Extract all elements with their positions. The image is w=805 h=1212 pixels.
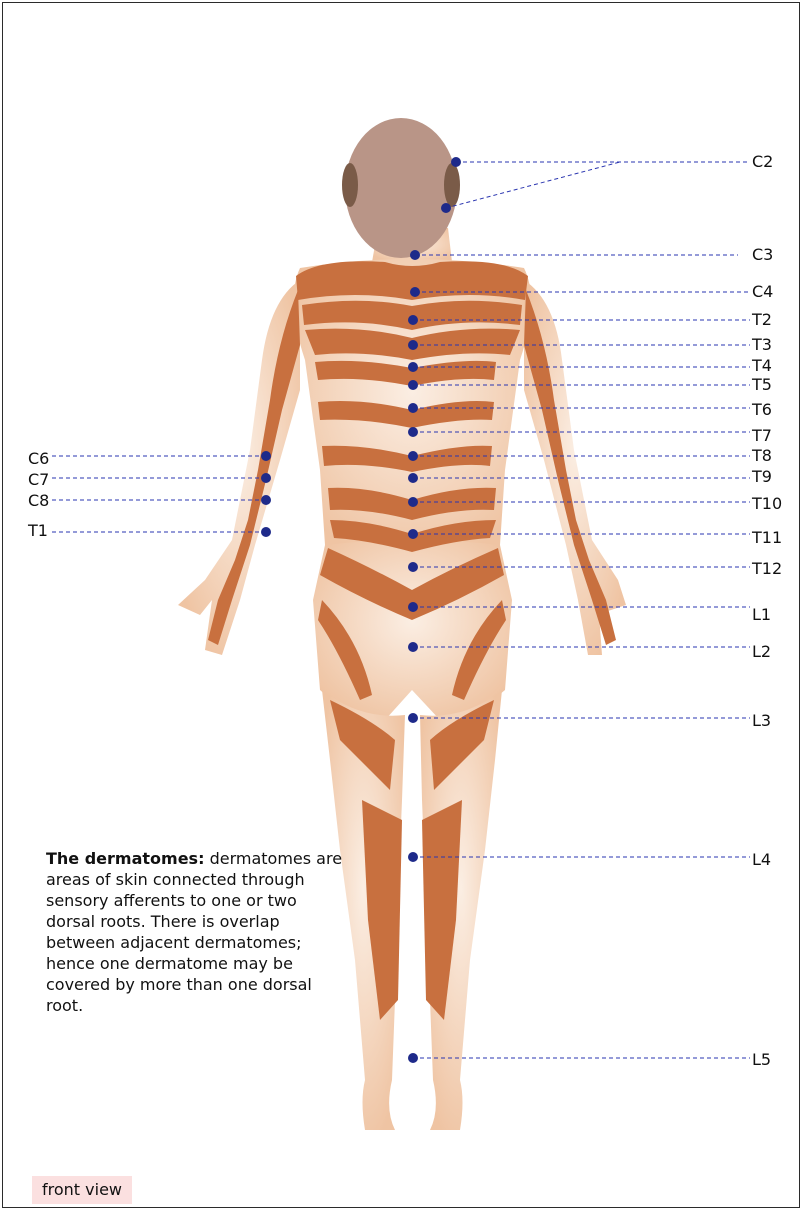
marker-l3 bbox=[408, 713, 418, 723]
label-t11: T11 bbox=[752, 528, 782, 548]
marker-l5 bbox=[408, 1053, 418, 1063]
caption-title: The dermatomes: bbox=[46, 849, 204, 868]
label-t1: T1 bbox=[28, 521, 48, 541]
marker-l4 bbox=[408, 852, 418, 862]
label-c3: C3 bbox=[752, 245, 773, 265]
label-t5: T5 bbox=[752, 375, 772, 395]
label-c4: C4 bbox=[752, 282, 773, 302]
marker-t8 bbox=[408, 451, 418, 461]
label-l5: L5 bbox=[752, 1050, 771, 1070]
left-ear bbox=[342, 163, 358, 207]
label-t12: T12 bbox=[752, 559, 782, 579]
marker-c4 bbox=[410, 287, 420, 297]
view-tag: front view bbox=[32, 1176, 132, 1204]
label-t6: T6 bbox=[752, 400, 772, 420]
marker-t5 bbox=[408, 380, 418, 390]
label-c6: C6 bbox=[28, 449, 49, 469]
marker-t12 bbox=[408, 562, 418, 572]
marker-t9 bbox=[408, 473, 418, 483]
label-t4: T4 bbox=[752, 356, 772, 376]
marker-c2-upper bbox=[451, 157, 461, 167]
label-t2: T2 bbox=[752, 310, 772, 330]
head-shape bbox=[345, 118, 457, 258]
marker-c2-lower bbox=[441, 203, 451, 213]
label-c7: C7 bbox=[28, 470, 49, 490]
marker-c6 bbox=[261, 451, 271, 461]
caption: The dermatomes: dermatomes are areas of … bbox=[46, 848, 346, 1016]
label-l3: L3 bbox=[752, 711, 771, 731]
marker-t10 bbox=[408, 497, 418, 507]
right-ear bbox=[444, 163, 460, 207]
marker-t1 bbox=[261, 527, 271, 537]
caption-text: dermatomes are areas of skin connected t… bbox=[46, 849, 342, 1015]
marker-l2 bbox=[408, 642, 418, 652]
marker-t4 bbox=[408, 362, 418, 372]
label-l1: L1 bbox=[752, 605, 771, 625]
label-t3: T3 bbox=[752, 335, 772, 355]
marker-t6 bbox=[408, 403, 418, 413]
label-t10: T10 bbox=[752, 494, 782, 514]
label-t7: T7 bbox=[752, 426, 772, 446]
label-c2: C2 bbox=[752, 152, 773, 172]
marker-c7 bbox=[261, 473, 271, 483]
leader-c2-lower bbox=[446, 162, 620, 208]
label-c8: C8 bbox=[28, 491, 49, 511]
label-t8: T8 bbox=[752, 446, 772, 466]
label-l2: L2 bbox=[752, 642, 771, 662]
marker-t2 bbox=[408, 315, 418, 325]
marker-t3 bbox=[408, 340, 418, 350]
marker-c3 bbox=[410, 250, 420, 260]
marker-t7 bbox=[408, 427, 418, 437]
marker-l1 bbox=[408, 602, 418, 612]
label-t9: T9 bbox=[752, 467, 772, 487]
marker-c8 bbox=[261, 495, 271, 505]
label-l4: L4 bbox=[752, 850, 771, 870]
marker-t11 bbox=[408, 529, 418, 539]
